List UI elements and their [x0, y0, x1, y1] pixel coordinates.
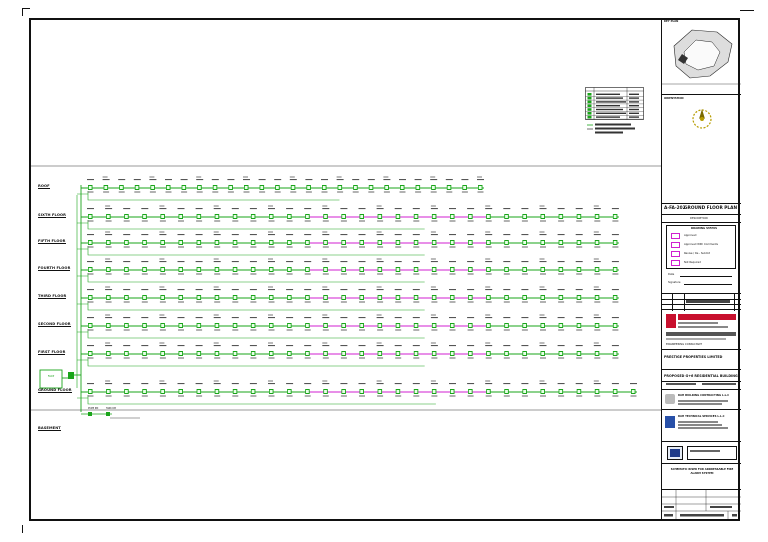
floor-label: SECOND FLOOR [38, 322, 71, 327]
orientation-cell: ORIENTATION [662, 95, 741, 204]
consultant-name: ENGINEERING CONSULTANT [666, 343, 703, 346]
client-name: PRESTIGE PROPERTIES LIMITED [664, 355, 723, 359]
floor-circuit [77, 380, 637, 405]
north-arrow-icon [692, 109, 712, 129]
crop-mark-tl-h [22, 8, 30, 9]
status-label: Not Required [684, 261, 701, 264]
sheet-title-cell: A-FA-202 GROUND FLOOR PLAN [662, 204, 741, 215]
desc-header: DESCRIPTION [690, 217, 708, 220]
floor-circuit [77, 286, 619, 311]
floor-label: FOURTH FLOOR [38, 266, 71, 271]
floor-label: FIFTH FLOOR [38, 239, 66, 244]
project-cell: PROPOSED G+6 RESIDENTIAL BUILDING [662, 370, 741, 390]
title-block: KEY PLAN ORIENTATION A-FA-202 GROUND FLO… [661, 18, 741, 521]
legend-symbol [587, 112, 592, 115]
status-checkbox [671, 251, 680, 257]
consultant-cell: ENGINEERING CONSULTANT [662, 310, 741, 350]
legend-symbol [587, 100, 592, 104]
key-plan-graphic [662, 29, 741, 85]
subcontractor-cell: RAH TECHNICAL SERVICES L.L.C [662, 410, 741, 442]
legend-symbol [587, 93, 592, 96]
crop-mark-tr [740, 10, 754, 11]
sheet-desc-cell: DESCRIPTION [662, 215, 741, 223]
crop-mark-tl [22, 8, 23, 16]
date-label: Date [668, 273, 675, 276]
floor-circuit [77, 342, 619, 367]
key-plan-label: KEY PLAN [664, 20, 679, 23]
status-label: Approved With Comments [684, 243, 719, 246]
drawing-name: SCHEMATIC RISER FOR ADDRESSABLE FIRE ALA… [670, 468, 734, 475]
legend-symbol [587, 96, 592, 100]
revision-grid-cell [662, 490, 741, 521]
sheet-code: A-FA-202 [664, 206, 686, 211]
floor-circuit [77, 258, 619, 283]
drawing-frame [29, 18, 740, 521]
floor-circuit [77, 205, 619, 230]
legend-symbol [587, 115, 592, 119]
device-legend [585, 87, 644, 142]
status-label: Approved [684, 234, 697, 237]
status-checkbox [671, 233, 680, 239]
legend-symbol [587, 108, 592, 111]
orientation-label: ORIENTATION [664, 97, 684, 100]
floor-label: THIRD FLOOR [38, 294, 67, 299]
repeater-panel [68, 372, 74, 379]
floor-label: FIRST FLOOR [38, 350, 66, 355]
floor-circuit [77, 176, 484, 201]
floor-label: GROUND FLOOR [38, 388, 72, 393]
contractor-cell: RAH BUILDING CONTRACTING L.L.C [662, 390, 741, 410]
status-checkbox [671, 242, 680, 248]
floor-label: ROOF [38, 184, 50, 189]
status-checkbox [671, 260, 680, 266]
logos-cell [662, 442, 741, 464]
key-plan-cell: KEY PLAN [662, 18, 741, 95]
client-cell: PRESTIGE PROPERTIES LIMITED [662, 350, 741, 370]
fire-alarm-panel [39, 369, 63, 389]
sheet-title: GROUND FLOOR PLAN [684, 206, 738, 211]
status-label: Revise / Re - Submit [684, 252, 711, 255]
svg-text:PUMP RM: PUMP RM [88, 407, 98, 410]
panel-label: FACP [48, 374, 55, 378]
signature-label: Signature [668, 281, 681, 284]
project-name: PROPOSED G+6 RESIDENTIAL BUILDING [664, 374, 738, 378]
floor-label: SIXTH FLOOR [38, 213, 67, 218]
floor-circuit [77, 314, 619, 339]
svg-text:TANK RM: TANK RM [106, 407, 116, 410]
floor-label: BASEMENT [38, 426, 61, 431]
contractor-name: RAH BUILDING CONTRACTING L.L.C [678, 394, 730, 397]
drawing-status-title: DRAWING STATUS [691, 227, 718, 230]
floor-circuit [77, 231, 619, 256]
crop-mark-bl [22, 525, 23, 533]
subcontractor-name: RAH TECHNICAL SERVICES L.L.C [678, 415, 725, 418]
legend-symbol [587, 104, 592, 107]
drawing-name-cell: SCHEMATIC RISER FOR ADDRESSABLE FIRE ALA… [662, 464, 741, 490]
